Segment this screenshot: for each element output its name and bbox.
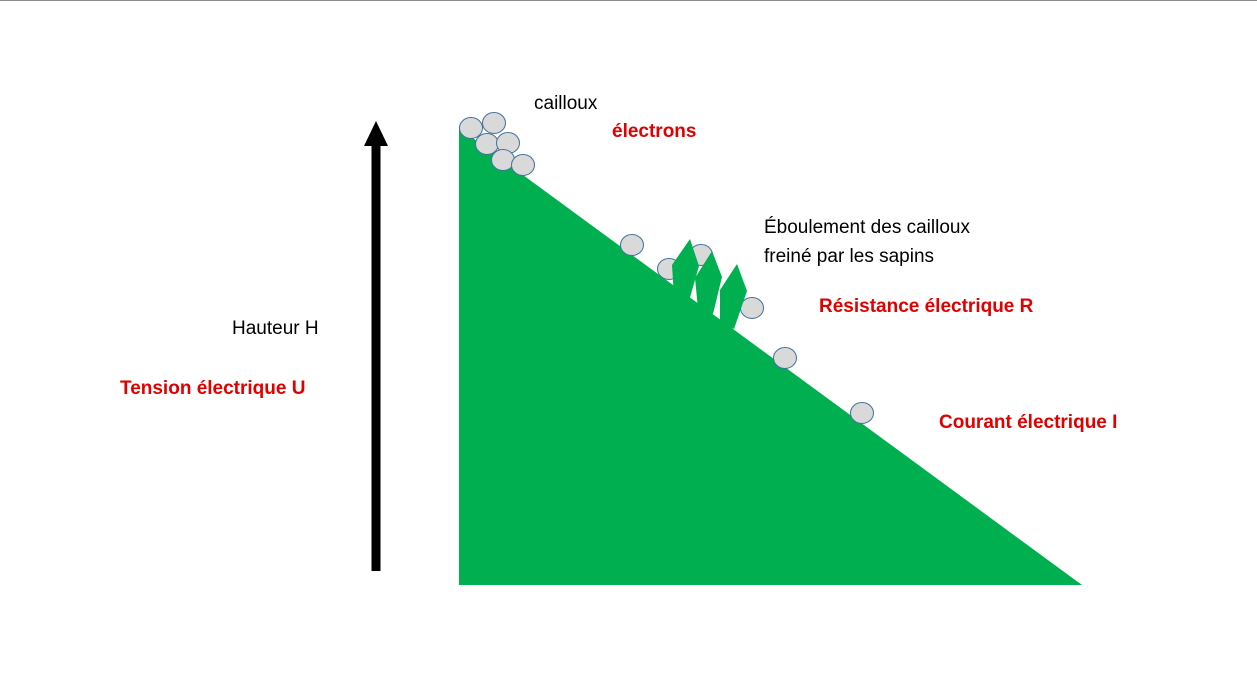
pebble-group-top [459,112,535,176]
voltage-label: Tension électrique U [120,378,306,399]
tree-group [672,239,747,329]
pebble [620,234,644,256]
height-label: Hauteur H [232,318,319,339]
rockslide-label-line1: Éboulement des cailloux [764,217,970,238]
pebble [459,117,483,139]
pebble [491,149,515,171]
pebble [511,154,535,176]
hill-slope [459,128,1082,585]
height-arrow-head [364,121,388,146]
fir-tree-icon [720,264,747,329]
fir-tree-icon [695,251,722,314]
pebble [740,297,764,319]
fir-tree-icon [672,239,699,301]
pebble [850,402,874,424]
current-label: Courant électrique I [939,412,1118,433]
rockslide-label-line2: freiné par les sapins [764,246,935,267]
pebbles-label: cailloux [534,93,598,114]
resistance-label: Résistance électrique R [819,296,1034,317]
pebble [773,347,797,369]
pebble [475,133,499,155]
electrons-label: électrons [612,121,697,142]
pebble [482,112,506,134]
